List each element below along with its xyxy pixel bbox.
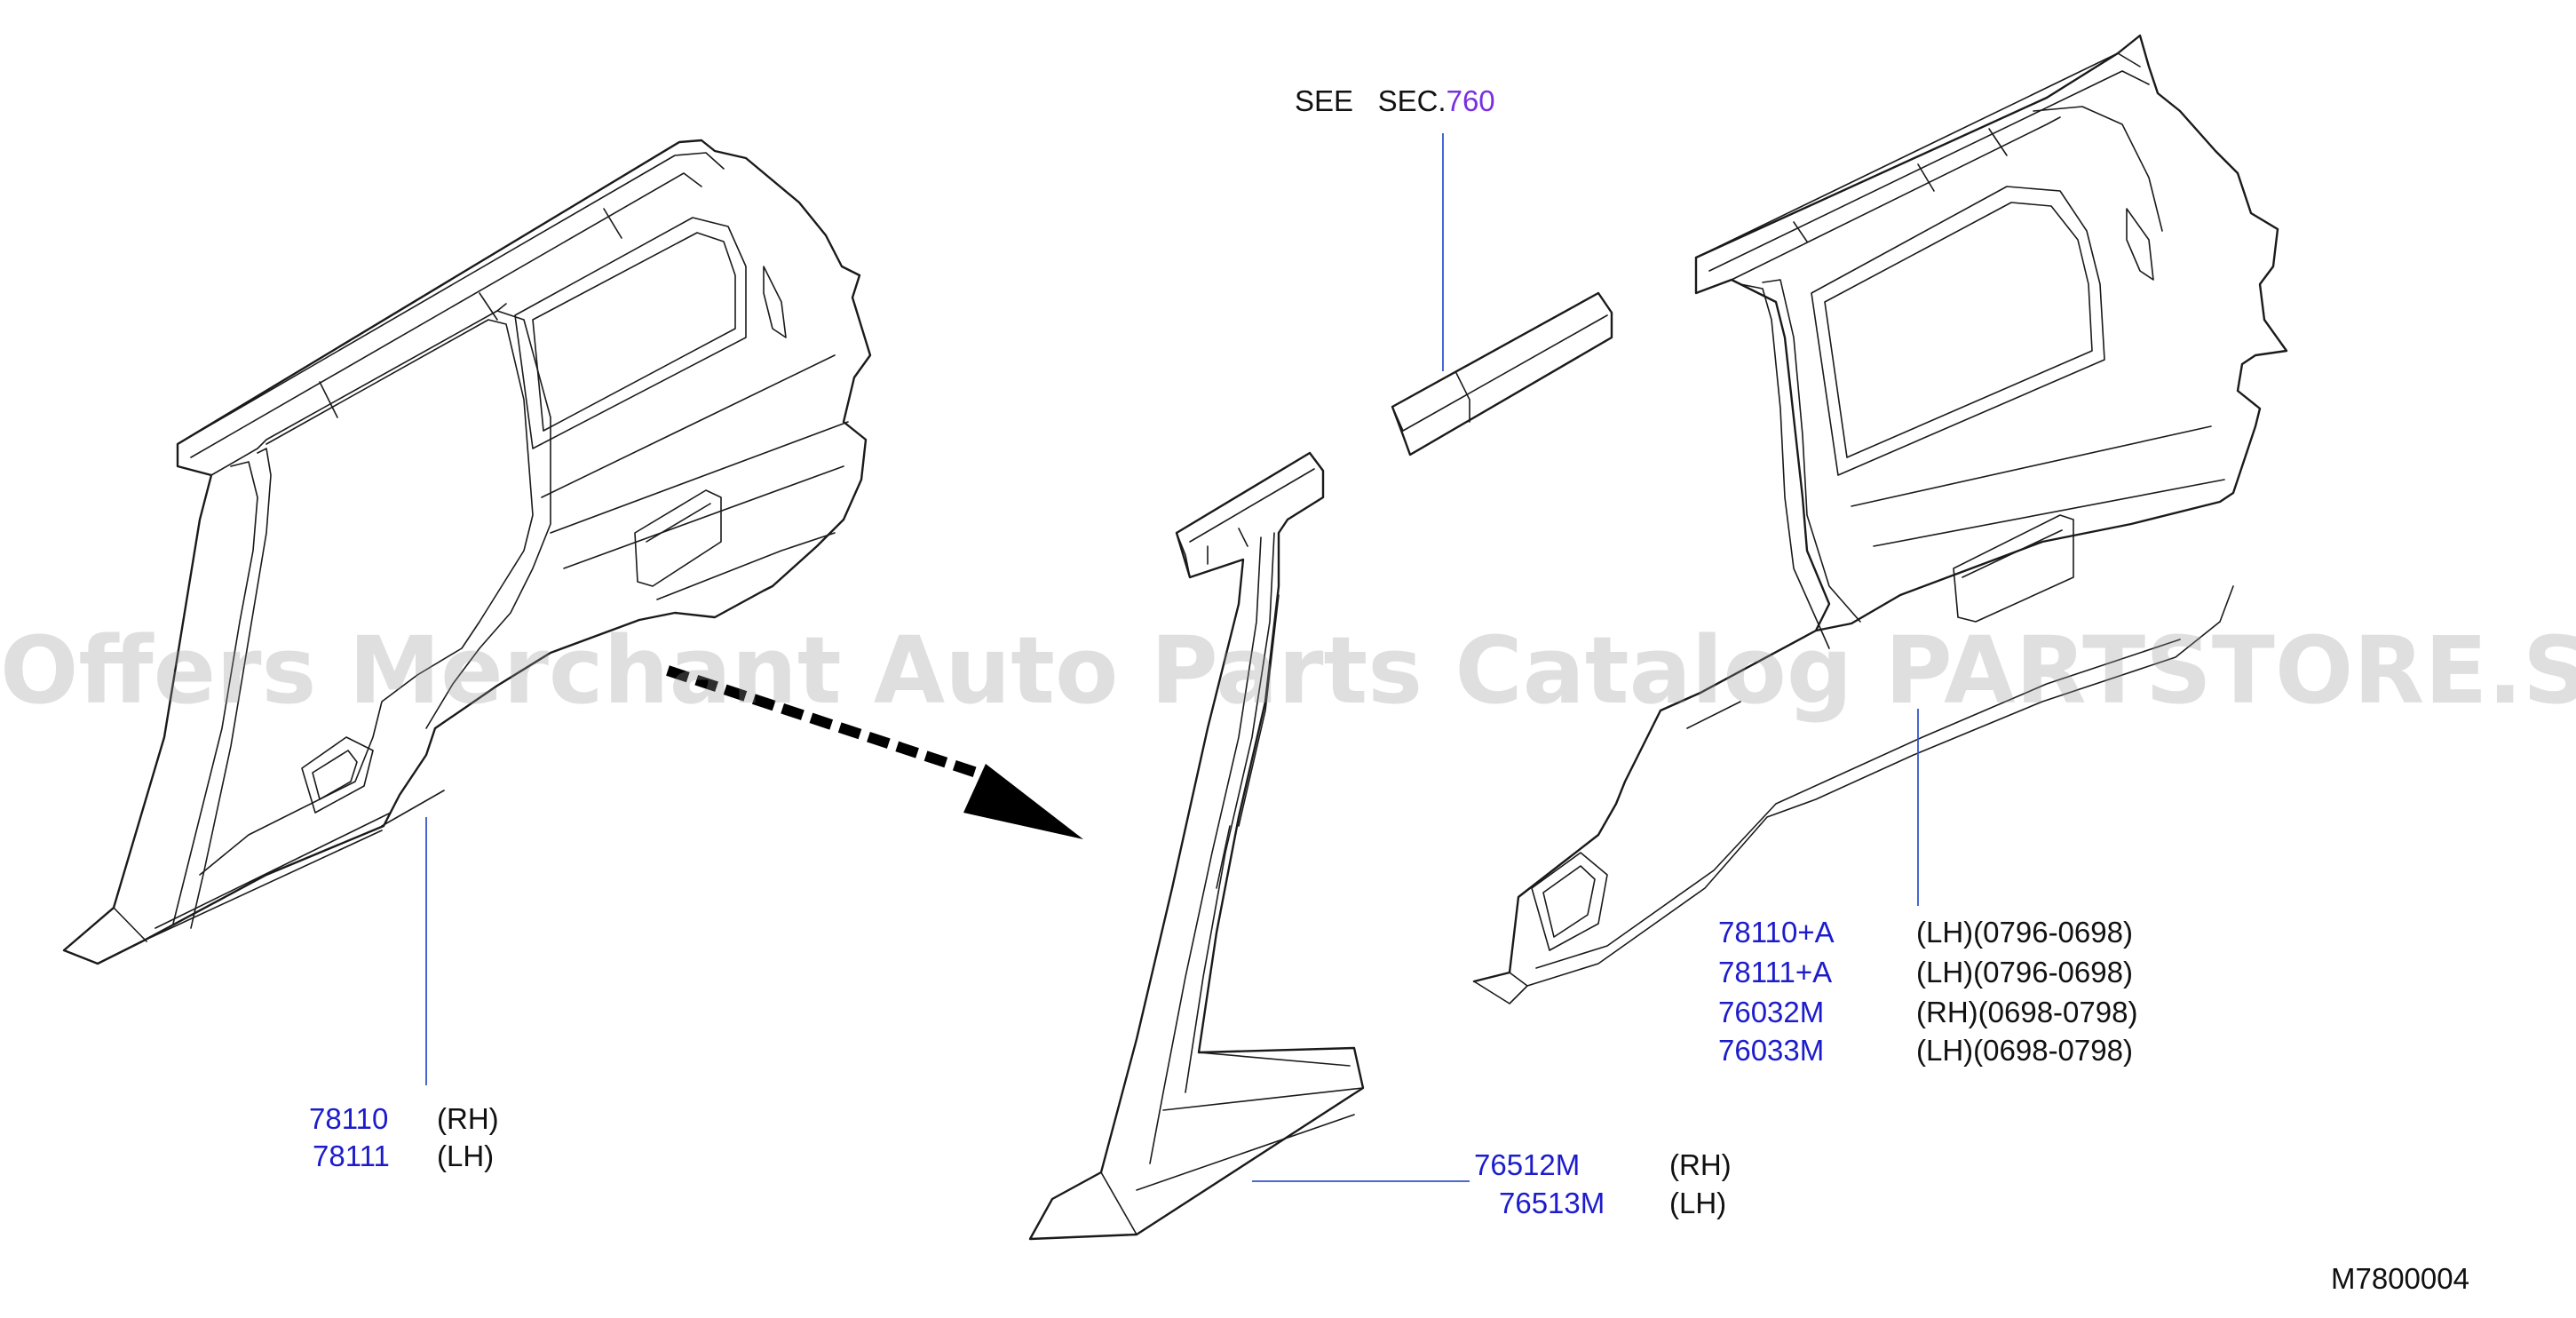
direction-arrow <box>666 665 1083 839</box>
see-section-note[interactable]: SEE SEC.760 <box>1295 83 1495 119</box>
callout-note-78110A: (LH)(0796-0698) <box>1916 916 2133 949</box>
callout-note-76512M: (RH) <box>1669 1148 1732 1181</box>
callout-part-78110A[interactable]: 78110+A <box>1718 916 1835 949</box>
callout-note-76032M: (RH)(0698-0798) <box>1916 996 2138 1028</box>
see-prefix: SEE <box>1295 84 1354 117</box>
callout-part-78111A[interactable]: 78111+A <box>1718 956 1833 988</box>
center-pillar[interactable] <box>1028 451 1365 1241</box>
callout-part-78110[interactable]: 78110 <box>309 1102 389 1135</box>
callout-note-78111A: (LH)(0796-0698) <box>1916 956 2133 988</box>
side-panel-left[interactable] <box>62 139 872 965</box>
callout-part-76513M[interactable]: 76513M <box>1499 1187 1605 1219</box>
callout-note-78110: (RH) <box>437 1102 499 1135</box>
callout-note-76513M: (LH) <box>1669 1187 1727 1219</box>
leader-lines <box>425 133 1919 1182</box>
callout-part-76032M[interactable]: 76032M <box>1718 996 1825 1028</box>
side-panel-right[interactable] <box>1472 34 2288 1004</box>
roof-rail-piece[interactable] <box>1391 291 1613 457</box>
callout-part-76512M[interactable]: 76512M <box>1474 1148 1581 1181</box>
diagram-code: M7800004 <box>2331 1262 2469 1295</box>
section-label: SEC. <box>1377 84 1447 117</box>
callout-note-78111: (LH) <box>437 1139 495 1172</box>
callout-part-76033M[interactable]: 76033M <box>1718 1034 1825 1067</box>
section-number[interactable]: 760 <box>1446 84 1495 117</box>
callout-part-78111[interactable]: 78111 <box>313 1139 390 1172</box>
callout-note-76033M: (LH)(0698-0798) <box>1916 1034 2133 1067</box>
